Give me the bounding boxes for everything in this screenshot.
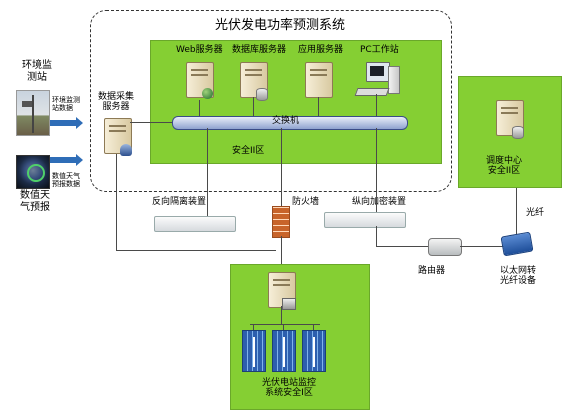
security-zone-ii-label: 安全II区 (232, 146, 265, 156)
switch-to-encryption-line (376, 128, 377, 212)
pv-drop-2 (283, 324, 284, 330)
env-data-label: 环境监测 站数据 (52, 96, 80, 113)
wind-turbine-1-icon (253, 337, 255, 367)
switch-label: 交换机 (272, 116, 300, 126)
pc-case-icon (388, 66, 400, 94)
pv-printer-icon (282, 298, 296, 310)
pv-drop-3 (313, 324, 314, 330)
app-to-switch-line (318, 97, 319, 116)
encryption-down-line (376, 226, 377, 246)
vertical-encryption-label: 纵向加密装置 (352, 197, 407, 207)
pv-panel-1-icon (242, 330, 266, 372)
system-title: 光伏发电功率预测系统 (215, 18, 346, 33)
router-icon (428, 238, 462, 256)
web-to-switch-line (199, 100, 200, 116)
nwp-data-label: 数值天气 预报数据 (52, 172, 80, 189)
data-collection-server-icon (104, 118, 132, 154)
reverse-isolation-label: 反向隔离装置 (152, 197, 207, 207)
pv-drop-1 (253, 324, 254, 330)
fiber-label: 光纤 (526, 208, 545, 218)
env-station-mast (32, 95, 34, 133)
converter-icon (500, 231, 534, 257)
firewall-to-pv-line (281, 236, 282, 266)
nwp-data-arrow (50, 154, 83, 166)
web-server-label: Web服务器 (176, 45, 223, 55)
nwp-storm (27, 164, 45, 182)
router-to-converter-line (460, 246, 504, 247)
dispatch-center-label: 调度中心 安全II区 (486, 156, 523, 177)
db-to-switch-line (253, 97, 254, 116)
pv-monitoring-label: 光伏电站监控 系统安全I区 (262, 378, 317, 399)
security-zone-ii (150, 40, 442, 164)
collector-down-line (116, 154, 117, 250)
pc-screen (370, 66, 384, 76)
router-label: 路由器 (418, 266, 446, 276)
pv-panel-2-icon (272, 330, 296, 372)
system-boundary (90, 10, 452, 192)
nwp-label: 数值天 气预报 (20, 190, 50, 213)
env-station-photo (16, 90, 50, 136)
switch-bus (172, 116, 408, 130)
globe-icon (202, 88, 213, 99)
zone-to-isolation-line (207, 128, 208, 216)
collector-bottom-line (116, 250, 276, 251)
application-server-label: 应用服务器 (298, 45, 344, 55)
pc-to-switch-line (376, 94, 377, 116)
env-data-arrow (50, 117, 83, 129)
collector-to-switch-line (130, 122, 172, 123)
env-station-label: 环境监 测站 (22, 60, 52, 83)
pv-server-down-line (281, 306, 282, 324)
dispatch-db-icon (512, 126, 524, 139)
switch-to-firewall-line (281, 128, 282, 206)
vertical-encryption-device (324, 212, 406, 228)
wind-turbine-2-icon (283, 337, 285, 367)
firewall-label: 防火墙 (292, 197, 320, 207)
application-server-icon (305, 62, 333, 98)
env-station-panel (22, 101, 32, 107)
reverse-isolation-device (154, 216, 236, 232)
converter-to-dispatch-line (516, 188, 517, 234)
pv-bus-line (250, 324, 320, 325)
database-server-label: 数据库服务器 (232, 45, 287, 55)
firewall-icon (272, 206, 290, 238)
wind-turbine-3-icon (313, 337, 315, 367)
pc-monitor-icon (366, 62, 390, 82)
pc-keyboard-icon (354, 88, 390, 96)
database-cylinder-icon (256, 88, 268, 101)
data-collection-server-label: 数据采集 服务器 (98, 92, 135, 113)
pc-workstation-label: PC工作站 (360, 45, 399, 55)
user-icon (120, 144, 132, 156)
pv-panel-3-icon (302, 330, 326, 372)
encryption-to-router-line (376, 246, 428, 247)
nwp-satellite-image (16, 155, 50, 189)
converter-label: 以太网转 光纤设备 (500, 266, 537, 287)
